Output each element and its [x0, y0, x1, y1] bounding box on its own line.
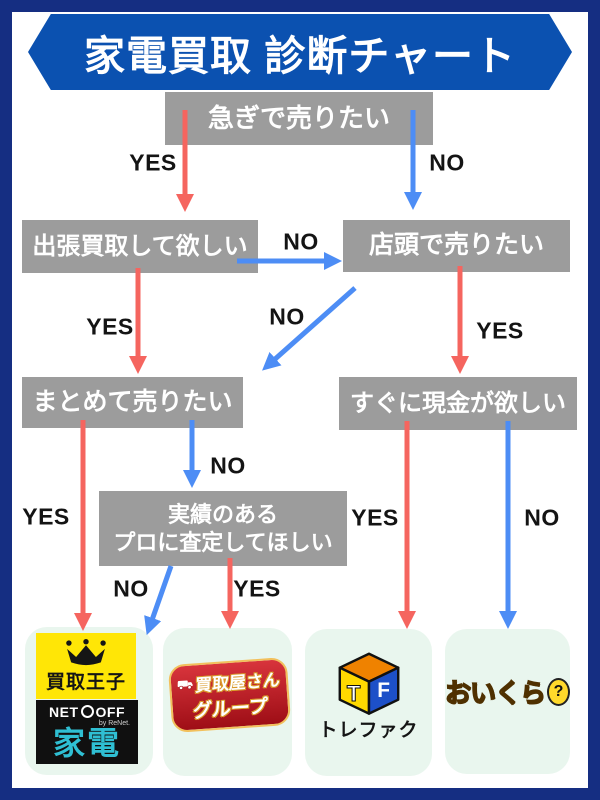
title-banner: 家電買取 診断チャート	[28, 14, 572, 90]
netoff-category: 家電	[52, 724, 121, 761]
kaitori-oji-name: 買取王子	[45, 672, 126, 693]
label-bulk-yes: YES	[22, 503, 70, 530]
label-cash-no: NO	[524, 504, 560, 531]
label-cash-yes: YES	[351, 504, 399, 531]
label-bulk-no: NO	[210, 452, 246, 479]
question-home-pickup: 出張買取して欲しい	[22, 220, 258, 273]
question-bulk: まとめて売りたい	[22, 377, 243, 428]
netoff-byline: by ReNet.	[98, 719, 130, 727]
truck-icon	[177, 680, 193, 690]
label-in-store-yes: YES	[476, 317, 524, 344]
result-card-trefac[interactable]: T F トレファク	[305, 629, 432, 776]
label-urgent-no: NO	[429, 149, 465, 176]
oikura-logo: おいくら ?	[444, 673, 570, 710]
result-card-kaitoriya-group[interactable]: 買取屋さん グループ	[163, 628, 292, 776]
trefac-letter-f: F	[377, 679, 390, 702]
question-urgent: 急ぎで売りたい	[165, 92, 433, 145]
result-card-oikura[interactable]: おいくら ?	[444, 629, 570, 774]
netoff-logo: NET OFF by ReNet. 家電	[36, 700, 138, 764]
question-cash-now: すぐに現金が欲しい	[339, 377, 577, 430]
netoff-off: OFF	[95, 703, 125, 720]
netoff-net: NET	[49, 703, 79, 720]
question-pro-appraisal: 実績のある プロに査定してほしい	[99, 491, 347, 566]
trefac-name: トレファク	[318, 720, 419, 741]
crown-icon	[66, 639, 106, 666]
question-pro-line2: プロに査定してほしい	[113, 529, 333, 555]
kaitori-oji-logo: 買取王子	[36, 633, 136, 699]
question-mark-icon: ?	[547, 677, 570, 706]
label-home-pickup-yes: YES	[86, 313, 134, 340]
oikura-name: おいくら	[444, 677, 547, 709]
question-in-store: 店頭で売りたい	[343, 220, 570, 272]
result-card-kaitori-oji[interactable]: 買取王子 NET OFF by ReNet. 家電	[25, 627, 153, 775]
kaitoriya-line2: グループ	[192, 696, 269, 723]
netoff-ring-icon	[80, 705, 94, 719]
trefac-letter-t: T	[347, 681, 361, 706]
label-in-store-no: NO	[269, 303, 305, 330]
label-pro-yes: YES	[233, 575, 281, 602]
kaitoriya-group-logo: 買取屋さん グループ	[167, 656, 292, 734]
page-title: 家電買取 診断チャート	[84, 33, 516, 79]
label-home-pickup-no: NO	[283, 228, 319, 255]
label-urgent-yes: YES	[129, 149, 177, 176]
question-pro-line1: 実績のある	[167, 502, 278, 527]
trefac-cube-icon: T F	[338, 652, 400, 715]
label-pro-no: NO	[113, 575, 149, 602]
